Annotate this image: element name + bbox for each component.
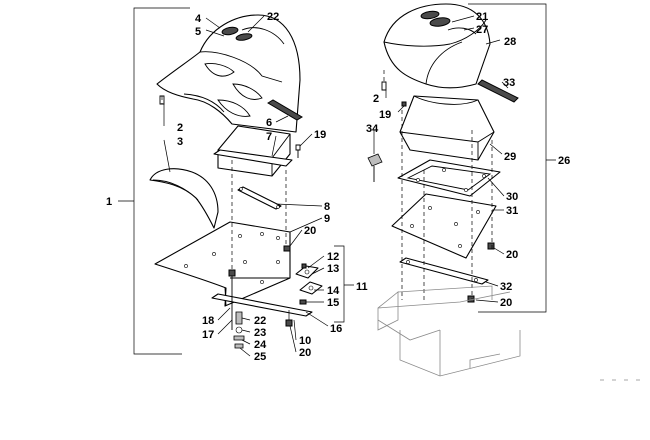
callout-28: 28 [504, 36, 516, 48]
strap-8 [237, 186, 282, 210]
callout-5: 5 [195, 26, 201, 38]
callout-20-left-bottom: 20 [299, 347, 311, 359]
rod-33 [477, 79, 519, 103]
callout-2-left: 2 [177, 122, 183, 134]
callout-12: 12 [327, 251, 339, 263]
callout-22-bottom: 22 [254, 315, 266, 327]
callout-10: 10 [299, 335, 311, 347]
callout-labels: 1 2 3 4 5 22 6 7 19 8 9 20 12 13 11 14 1… [106, 11, 570, 363]
callout-20-right-top: 20 [506, 249, 518, 261]
callout-4: 4 [195, 13, 202, 25]
callout-25: 25 [254, 351, 266, 363]
fastener-2-right [381, 81, 387, 91]
callout-7: 7 [266, 131, 272, 143]
callout-6: 6 [266, 117, 272, 129]
bracket-right-assembly [468, 3, 556, 313]
base-plate [154, 221, 291, 307]
callout-16: 16 [330, 323, 342, 335]
ghost-frame [377, 285, 640, 381]
seat-cover-right [383, 3, 491, 89]
callout-13: 13 [327, 263, 339, 275]
frame-30 [397, 159, 501, 197]
rod-6 [267, 99, 303, 121]
bolt-34 [367, 153, 383, 182]
nut-20-right-top [487, 242, 495, 250]
callout-8: 8 [324, 201, 330, 213]
nut-20-bottom [285, 319, 293, 327]
callout-19-right: 19 [379, 109, 391, 121]
plate-under-block [213, 149, 293, 167]
callout-19-left: 19 [314, 129, 326, 141]
bar-32 [399, 257, 489, 285]
callout-20-left-top: 20 [304, 225, 316, 237]
callout-33: 33 [503, 77, 515, 89]
callout-34: 34 [366, 123, 379, 135]
callout-14: 14 [327, 285, 340, 297]
callout-27: 27 [476, 24, 488, 36]
callout-26: 26 [558, 155, 570, 167]
bolt-stack-left [228, 269, 245, 349]
callout-11: 11 [356, 281, 368, 293]
fender-3 [149, 168, 219, 229]
callout-3: 3 [177, 136, 183, 148]
callout-18: 18 [202, 315, 214, 327]
callout-29: 29 [504, 151, 516, 163]
bracket-left-assembly [118, 7, 190, 355]
bracket-11 [334, 245, 354, 323]
callout-15: 15 [327, 297, 339, 309]
callout-24: 24 [254, 339, 267, 351]
callout-31: 31 [506, 205, 518, 217]
callout-32: 32 [500, 281, 512, 293]
screw-19-left [295, 144, 301, 158]
latch-group-11 [295, 263, 323, 305]
callout-17: 17 [202, 329, 214, 341]
callout-22-top: 22 [267, 11, 279, 23]
seat-cover-left [156, 14, 301, 133]
callout-20-right-bottom: 20 [500, 297, 512, 309]
callout-2-right: 2 [373, 93, 379, 105]
bar-10 [211, 293, 313, 317]
callout-21: 21 [476, 11, 488, 23]
callout-1: 1 [106, 196, 112, 208]
callout-30: 30 [506, 191, 518, 203]
foam-29 [399, 95, 495, 161]
screw-19-right [401, 101, 407, 107]
leader-lines [163, 15, 509, 357]
callout-9: 9 [324, 213, 330, 225]
callout-23: 23 [254, 327, 266, 339]
nut-20-top [283, 245, 291, 252]
plate-31 [391, 193, 497, 259]
